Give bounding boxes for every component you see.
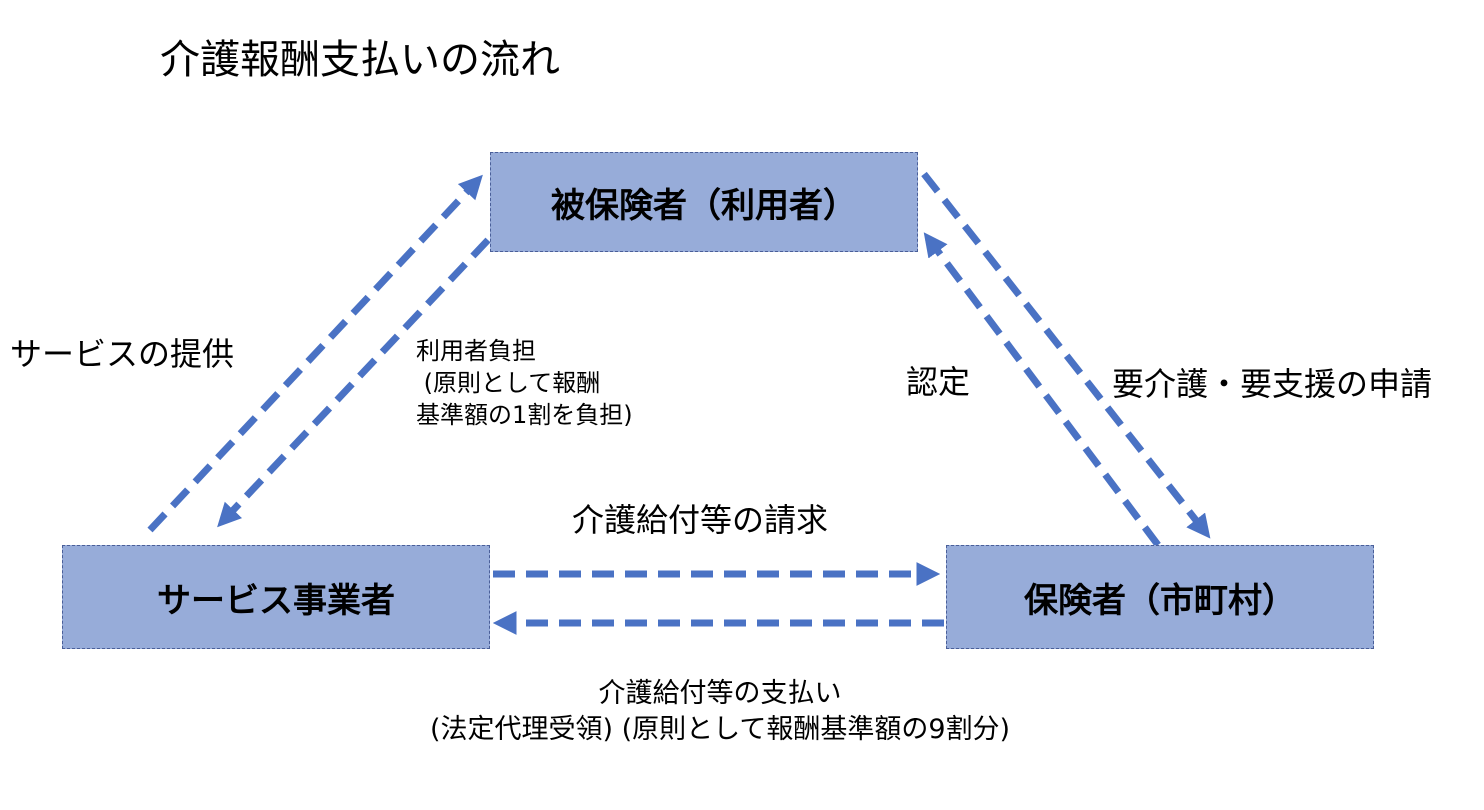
- label-claim: 介護給付等の請求: [572, 501, 829, 539]
- label-payment-line1: 介護給付等の支払い: [598, 678, 842, 709]
- label-user-cost: 利用者負担 (原則として報酬 基準額の1割を負担): [416, 335, 633, 431]
- node-insured-user: 被保険者（利用者）: [490, 152, 918, 252]
- label-user-cost-line2: (原則として報酬: [416, 369, 601, 397]
- node-service-provider: サービス事業者: [62, 545, 490, 649]
- label-application: 要介護・要支援の申請: [1112, 365, 1433, 403]
- label-service-provision: サービスの提供: [10, 335, 235, 373]
- label-user-cost-line1: 利用者負担: [416, 337, 536, 365]
- label-payment-line2: (法定代理受領) (原則として報酬基準額の9割分): [430, 714, 1011, 745]
- page-title: 介護報酬支払いの流れ: [160, 37, 560, 83]
- label-user-cost-line3: 基準額の1割を負担): [416, 401, 633, 429]
- node-insurer-municipality: 保険者（市町村）: [946, 545, 1374, 649]
- label-payment: 介護給付等の支払い (法定代理受領) (原則として報酬基準額の9割分): [430, 676, 1010, 748]
- arrow-insured-to-insurer: [921, 171, 1211, 539]
- arrow-service-to-insured: [147, 174, 483, 533]
- label-approval: 認定: [906, 363, 971, 401]
